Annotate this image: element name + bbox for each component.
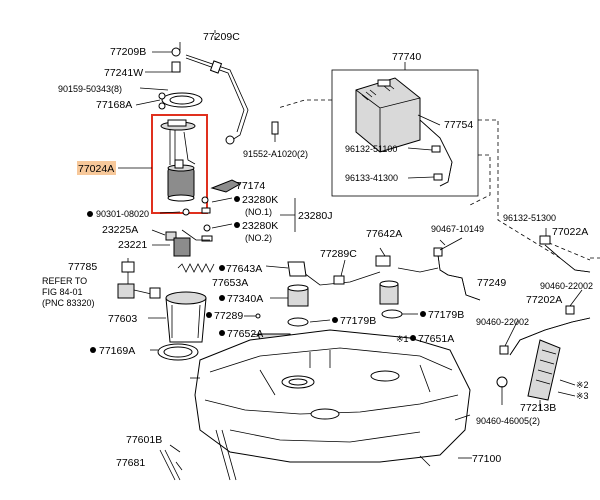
label-77249: 77249	[477, 277, 506, 289]
label-77168a: 77168A	[96, 99, 132, 111]
label-77643a: 77643A	[226, 263, 262, 275]
label-x3: ※3	[576, 391, 589, 401]
bullet-markers	[87, 196, 426, 353]
label-23280k-2-no: (NO.2)	[245, 233, 272, 243]
label-77179b-a: 77179B	[340, 315, 376, 327]
label-23221: 23221	[118, 239, 147, 251]
tank-straps	[159, 429, 237, 481]
label-77174: 77174	[236, 180, 265, 192]
label-90159-50343: 90159-50343(8)	[58, 84, 122, 94]
label-77213b: 77213B	[520, 402, 556, 414]
label-77340a: 77340A	[227, 293, 263, 305]
part-77024a-highlight	[77, 161, 116, 175]
label-23280k-2: 23280K	[242, 220, 278, 232]
charcoal-canister-group	[331, 62, 479, 197]
label-77202a: 77202A	[526, 294, 562, 306]
label-77209c: 77209C	[203, 31, 240, 43]
sender-and-harness	[244, 247, 418, 337]
pump-leader-lines	[118, 51, 296, 246]
label-90467-10149: 90467-10149	[431, 224, 484, 234]
label-77642a: 77642A	[366, 228, 402, 240]
label-77289c: 77289C	[320, 248, 357, 260]
label-90301-08020: 90301-08020	[96, 209, 149, 219]
label-77754: 77754	[444, 119, 473, 131]
label-23280k-1: 23280K	[242, 194, 278, 206]
label-90460-22002-a: 90460-22002	[540, 281, 593, 291]
label-x2: ※2	[576, 380, 589, 390]
label-77209b: 77209B	[110, 46, 146, 58]
label-96132-51100: 96132-51100	[345, 144, 397, 154]
label-77289: 77289	[214, 310, 243, 322]
label-96132-51300: 96132-51300	[503, 213, 556, 223]
refer-fig-text: FIG 84-01	[42, 287, 83, 297]
fuel-pump-assembly	[151, 114, 208, 214]
label-91552-a1020: 91552-A1020(2)	[243, 149, 308, 159]
fuel-pump-highlight-box	[151, 114, 208, 214]
label-23280k-1-no: (NO.1)	[245, 207, 272, 217]
label-77740: 77740	[392, 51, 421, 63]
label-77785: 77785	[68, 261, 97, 273]
label-x1: ※1	[396, 334, 409, 344]
refer-pnc-text: (PNC 83320)	[42, 298, 95, 308]
label-90460-22002-b: 90460-22002	[476, 317, 529, 327]
label-77601b: 77601B	[126, 434, 162, 446]
part-labels: 77209B 77209C 77241W 90159-50343(8) 7716…	[42, 31, 593, 469]
label-77022a: 77022A	[552, 226, 588, 238]
fuel-sub-tank-cup	[148, 291, 207, 343]
label-77024a: 77024A	[78, 163, 114, 175]
label-77100: 77100	[472, 453, 501, 465]
fuel-tank	[190, 329, 472, 467]
label-77603: 77603	[108, 313, 137, 325]
pump-small-parts	[117, 179, 242, 299]
label-77169a: 77169A	[99, 345, 135, 357]
label-96133-41300: 96133-41300	[345, 173, 398, 183]
label-77651a: 77651A	[418, 333, 454, 345]
refer-to-text: REFER TO	[42, 276, 87, 286]
label-23280j: 23280J	[298, 210, 332, 222]
upper-fuel-pump-parts	[158, 30, 279, 145]
label-77241w: 77241W	[104, 67, 143, 79]
fuel-tank-gasket	[150, 343, 199, 361]
label-23225a: 23225A	[102, 224, 138, 236]
label-77681: 77681	[116, 457, 145, 469]
label-77652a: 77652A	[227, 328, 263, 340]
label-90460-46005: 90460-46005(2)	[476, 416, 540, 426]
label-77653a: 77653A	[212, 277, 248, 289]
vent-hoses	[397, 228, 591, 410]
label-77179b-b: 77179B	[428, 309, 464, 321]
